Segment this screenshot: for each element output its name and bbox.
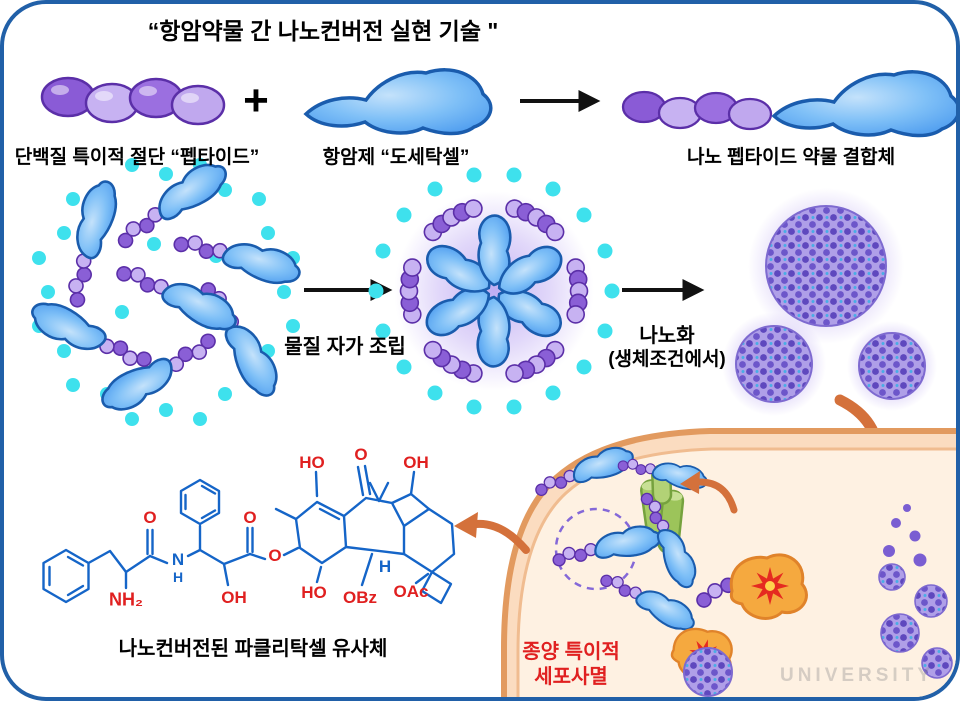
- chem-label-h-amide: H: [172, 569, 184, 585]
- nanoization-label-line1: 나노화: [639, 325, 695, 347]
- apoptosis-label-line1: 종양 특이적: [522, 641, 620, 663]
- conjugate-label: 나노 펩타이드 약물 결합체: [686, 147, 896, 168]
- surfactant-dots-micelle: [368, 167, 620, 415]
- cell-illustration: [454, 428, 956, 697]
- peptide-label: 단백질 특이적 절단 “펩타이드”: [14, 147, 260, 168]
- chem-label-ho-top: HO: [299, 453, 325, 472]
- chem-label-oh-chain: OH: [221, 588, 247, 607]
- conjugate-molecule: [169, 222, 306, 291]
- peptide-drug-conjugate: [621, 70, 956, 138]
- chem-label-ho-bottom: HO: [301, 583, 327, 602]
- docetaxel-blob: [303, 68, 493, 136]
- conjugate-molecule: [24, 294, 158, 381]
- assembly-label: 물질 자가 조립: [284, 336, 406, 358]
- chem-label-h-ring: H: [378, 557, 392, 576]
- chem-label-obz: OBz: [343, 588, 377, 607]
- chem-label-o-ester: O: [268, 546, 282, 565]
- chem-label-oac: OAc: [393, 582, 429, 601]
- self-assembly-cluster: [24, 153, 306, 426]
- micelle: [368, 167, 620, 415]
- plus-sign: +: [243, 76, 269, 125]
- nanoization-label-line2: (생체조건에서): [608, 349, 726, 370]
- chem-label-oh-top: OH: [403, 453, 429, 472]
- peptide-chain: [40, 76, 226, 126]
- orange-arrow-to-structure: [454, 512, 530, 554]
- paclitaxel-analog-label: 나노컨버전된 파클리탁셀 유사체: [118, 638, 388, 660]
- diagram-title: “항암약물 간 나노컨버전 실현 기술 ": [147, 18, 499, 44]
- diagram-graphics: [24, 68, 956, 697]
- chem-label-o-ketone: O: [354, 445, 368, 464]
- conjugate-molecule: [94, 324, 226, 421]
- apoptosis-label-line2: 세포사멸: [534, 666, 608, 688]
- chem-label-n: N: [171, 550, 185, 569]
- chem-label-nh2: NH₂: [109, 589, 143, 610]
- chem-label-o-ester-carbonyl: O: [243, 508, 257, 527]
- orange-arrow-in-cell: [680, 471, 738, 514]
- nanoparticle-trail: [878, 504, 953, 679]
- nanoparticles: [722, 188, 937, 416]
- apoptotic-bodies: [666, 553, 808, 697]
- chemical-structure: [42, 464, 456, 605]
- chem-label-o-amide: O: [143, 508, 157, 527]
- drug-label: 항암제 “도세탁셀”: [322, 147, 470, 168]
- watermark: UNIVERSITY: [779, 665, 934, 686]
- surfactant-dots-left: [32, 158, 300, 426]
